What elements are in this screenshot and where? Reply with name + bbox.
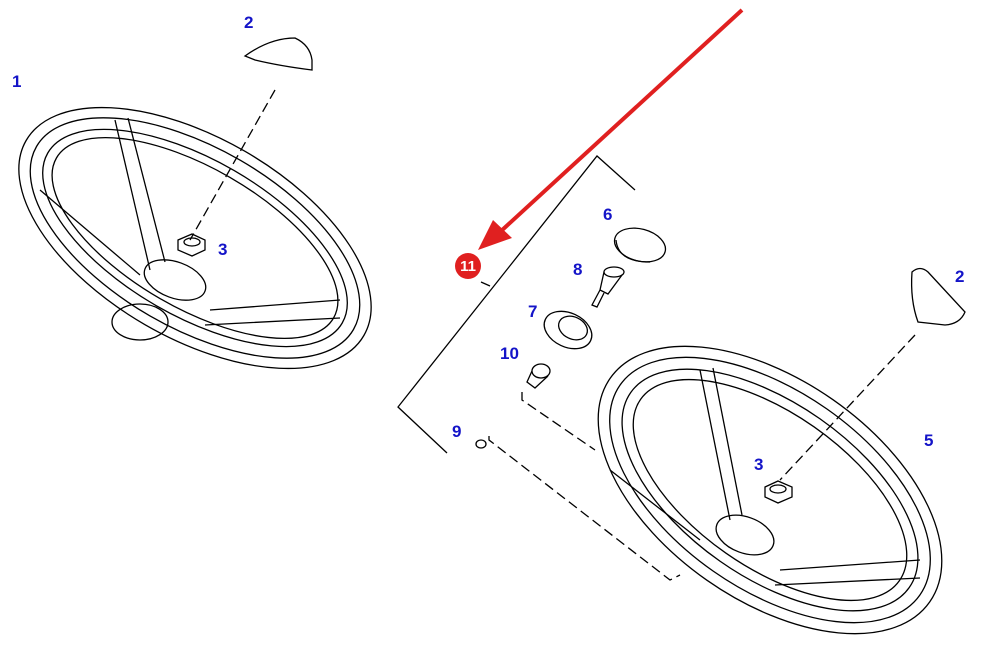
label-5: 5 [924,431,934,450]
steering-wheel-right [597,345,943,635]
label-3-left: 3 [218,240,228,259]
callout-11[interactable]: 11 [455,253,481,279]
cap-left [243,37,313,71]
cap-right [910,267,966,326]
label-2-left: 2 [244,13,254,32]
label-8: 8 [573,260,583,279]
screw-part [475,439,487,449]
red-arrow [478,8,744,250]
spokes-left [39,117,341,341]
label-9: 9 [452,422,462,441]
assembly-line-left [189,89,276,241]
spokes-right [609,367,921,586]
label-7: 7 [528,302,538,321]
label-1: 1 [12,72,22,91]
nut-right [764,480,793,504]
steering-wheel-left [18,106,372,370]
assembly-line-right [779,334,916,481]
label-3-right: 3 [754,455,764,474]
nut-left [177,233,206,257]
cover-part [613,227,667,263]
assembly-line-bushing [521,392,596,451]
label-10: 10 [500,344,519,363]
label-2-right: 2 [955,267,965,286]
pin-part [591,266,625,308]
button-part [543,310,593,350]
assembly-line-screw [488,436,681,581]
callout-leader [480,281,491,287]
kit-bracket [397,155,636,454]
bushing-part [526,363,551,389]
label-6: 6 [603,205,613,224]
